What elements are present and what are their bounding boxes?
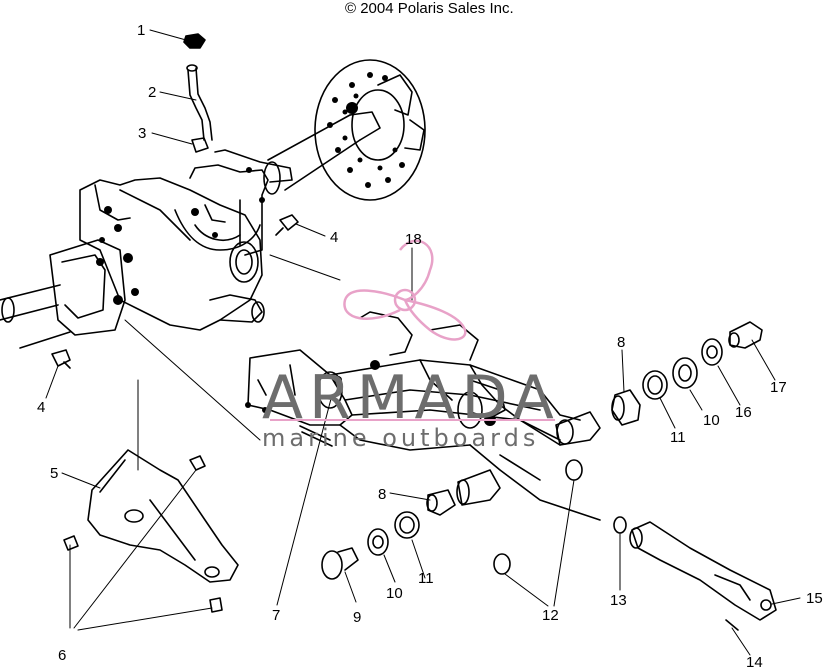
callout-13: 13 — [610, 592, 627, 609]
part-7-pin — [299, 425, 333, 447]
brake-disc — [314, 59, 426, 201]
part-4-bolt-lower — [51, 349, 71, 369]
copyright-notice: © 2004 Polaris Sales Inc. — [345, 0, 514, 17]
callout-10-upper: 10 — [703, 412, 720, 429]
callout-5: 5 — [50, 465, 58, 482]
callout-8-upper: 8 — [617, 334, 625, 351]
callout-9: 9 — [353, 609, 361, 626]
callout-11-upper: 11 — [670, 429, 686, 446]
callout-15: 15 — [806, 590, 823, 607]
callout-10-lower: 10 — [386, 585, 403, 602]
part-1-vent-fitting — [183, 33, 206, 49]
housing-bolts — [96, 167, 265, 305]
callout-18: 18 — [405, 231, 422, 248]
part-3-cap — [191, 137, 209, 153]
part-4-bolt-upper — [275, 214, 299, 236]
callout-labels: 1 2 3 4 4 5 6 7 8 8 9 10 10 11 11 12 13 … — [37, 22, 823, 668]
callout-6: 6 — [58, 647, 66, 664]
part-10-gear-upper — [672, 357, 698, 389]
part-9-bolt — [321, 547, 359, 580]
part-17-plug — [728, 321, 763, 349]
part-12-bushings — [456, 411, 601, 575]
part-6-fasteners — [63, 455, 223, 613]
callout-1: 1 — [137, 22, 145, 39]
callout-11-lower: 11 — [418, 570, 434, 587]
watermark-logo-icon — [343, 239, 467, 341]
callout-4-upper: 4 — [330, 229, 338, 246]
axle-tube — [263, 111, 381, 195]
callout-16: 16 — [735, 404, 752, 421]
part-10-gear-lower — [367, 528, 389, 556]
part-11-seal-lower — [394, 511, 420, 539]
watermark-brand: ARMADA — [262, 363, 560, 433]
callout-leader-lines — [45, 29, 801, 656]
callout-4-lower: 4 — [37, 399, 45, 416]
left-axle-and-flange — [0, 239, 126, 349]
rear-gearcase-housing — [79, 149, 293, 331]
callout-8-lower: 8 — [378, 486, 386, 503]
watermark-tagline: marine outboards — [262, 424, 539, 452]
callout-3: 3 — [138, 125, 146, 142]
callout-2: 2 — [148, 84, 156, 101]
part-11-seal-upper — [642, 370, 668, 400]
callout-14: 14 — [746, 654, 763, 668]
part-2-vent-hose — [186, 64, 213, 141]
brake-disc-holes — [327, 72, 405, 188]
part-15-driveshaft — [629, 521, 777, 621]
callout-7: 7 — [272, 607, 280, 624]
part-13-ring — [613, 516, 627, 534]
part-8-bushing-upper — [611, 389, 641, 426]
callout-12: 12 — [542, 607, 559, 624]
part-16-nut — [701, 338, 723, 366]
part-5-shield — [87, 449, 239, 583]
part-14-pin — [725, 619, 739, 631]
part-8-bushing-lower — [426, 489, 456, 516]
callout-17: 17 — [770, 379, 787, 396]
